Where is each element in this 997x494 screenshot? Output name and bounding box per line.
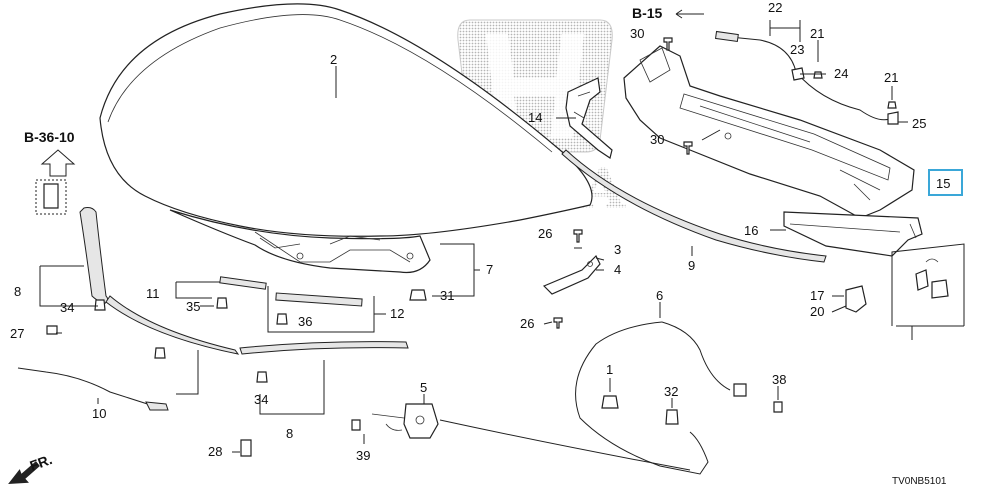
callout-20[interactable]: 20 — [810, 304, 824, 319]
callout-11[interactable]: 11 — [146, 286, 160, 301]
callout-26-upper[interactable]: 26 — [538, 226, 552, 241]
callout-10[interactable]: 10 — [92, 406, 106, 421]
ref-b15[interactable]: B-15 — [632, 5, 663, 21]
diagram-code: TV0NB5101 — [892, 476, 947, 487]
callout-34-left[interactable]: 34 — [60, 300, 74, 315]
callout-14[interactable]: 14 — [528, 110, 542, 125]
cowl-side-cover-left — [565, 77, 613, 159]
direction-label: FR. — [28, 451, 55, 474]
callout-22[interactable]: 22 — [768, 0, 782, 15]
hood-release-cable — [439, 321, 731, 475]
fasteners — [46, 37, 897, 457]
b15-arrow — [675, 9, 704, 19]
cowl-top-cover — [623, 45, 915, 219]
callout-2[interactable]: 2 — [330, 52, 337, 67]
callout-27[interactable]: 27 — [10, 326, 24, 341]
callout-5[interactable]: 5 — [420, 380, 427, 395]
callout-35[interactable]: 35 — [186, 299, 200, 314]
callout-17[interactable]: 17 — [810, 288, 824, 303]
hood-panel — [99, 3, 593, 274]
cowl-side-cover-right — [783, 211, 923, 257]
callout-8-center[interactable]: 8 — [286, 426, 293, 441]
front-hood-seal — [105, 295, 409, 355]
callout-16[interactable]: 16 — [744, 223, 758, 238]
callout-23[interactable]: 23 — [790, 42, 804, 57]
callout-15[interactable]: 15 — [936, 176, 950, 191]
callout-21-upper[interactable]: 21 — [810, 26, 824, 41]
callout-36[interactable]: 36 — [298, 314, 312, 329]
hood-seal-small — [219, 276, 363, 307]
callout-9[interactable]: 9 — [688, 258, 695, 273]
callout-7[interactable]: 7 — [486, 262, 493, 277]
callout-39[interactable]: 39 — [356, 448, 370, 463]
callout-31[interactable]: 31 — [440, 288, 454, 303]
ref-b36-10[interactable]: B-36-10 — [24, 129, 75, 145]
callout-28[interactable]: 28 — [208, 444, 222, 459]
callout-12[interactable]: 12 — [390, 306, 404, 321]
cowl-seal-rubber — [561, 149, 827, 263]
callout-26-lower[interactable]: 26 — [520, 316, 534, 331]
highlight-box-part-15 — [928, 169, 963, 196]
washer-tube — [714, 30, 899, 125]
callout-1[interactable]: 1 — [606, 362, 613, 377]
callout-24[interactable]: 24 — [834, 66, 848, 81]
leader-lines — [39, 20, 908, 453]
front-direction-arrow: FR. — [8, 451, 55, 484]
clip-detail-box — [891, 243, 965, 340]
hood-latch — [371, 403, 439, 439]
hood-support-rod — [17, 367, 169, 411]
callout-30-upper[interactable]: 30 — [630, 26, 644, 41]
hood-hinge — [542, 254, 601, 295]
callout-34-center[interactable]: 34 — [254, 392, 268, 407]
left-hood-seal — [79, 207, 109, 305]
stay-holder — [845, 285, 867, 313]
callout-4[interactable]: 4 — [614, 262, 621, 277]
callout-25[interactable]: 25 — [912, 116, 926, 131]
callout-labels: 2 8 34 27 11 35 36 12 31 7 10 34 8 28 39… — [10, 0, 950, 463]
callout-21-right[interactable]: 21 — [884, 70, 898, 85]
callout-30-lower[interactable]: 30 — [650, 132, 664, 147]
callout-8-left[interactable]: 8 — [14, 284, 21, 299]
callout-32[interactable]: 32 — [664, 384, 678, 399]
callout-38[interactable]: 38 — [772, 372, 786, 387]
reference-b-36-10 — [35, 149, 76, 215]
callout-3[interactable]: 3 — [614, 242, 621, 257]
callout-6[interactable]: 6 — [656, 288, 663, 303]
